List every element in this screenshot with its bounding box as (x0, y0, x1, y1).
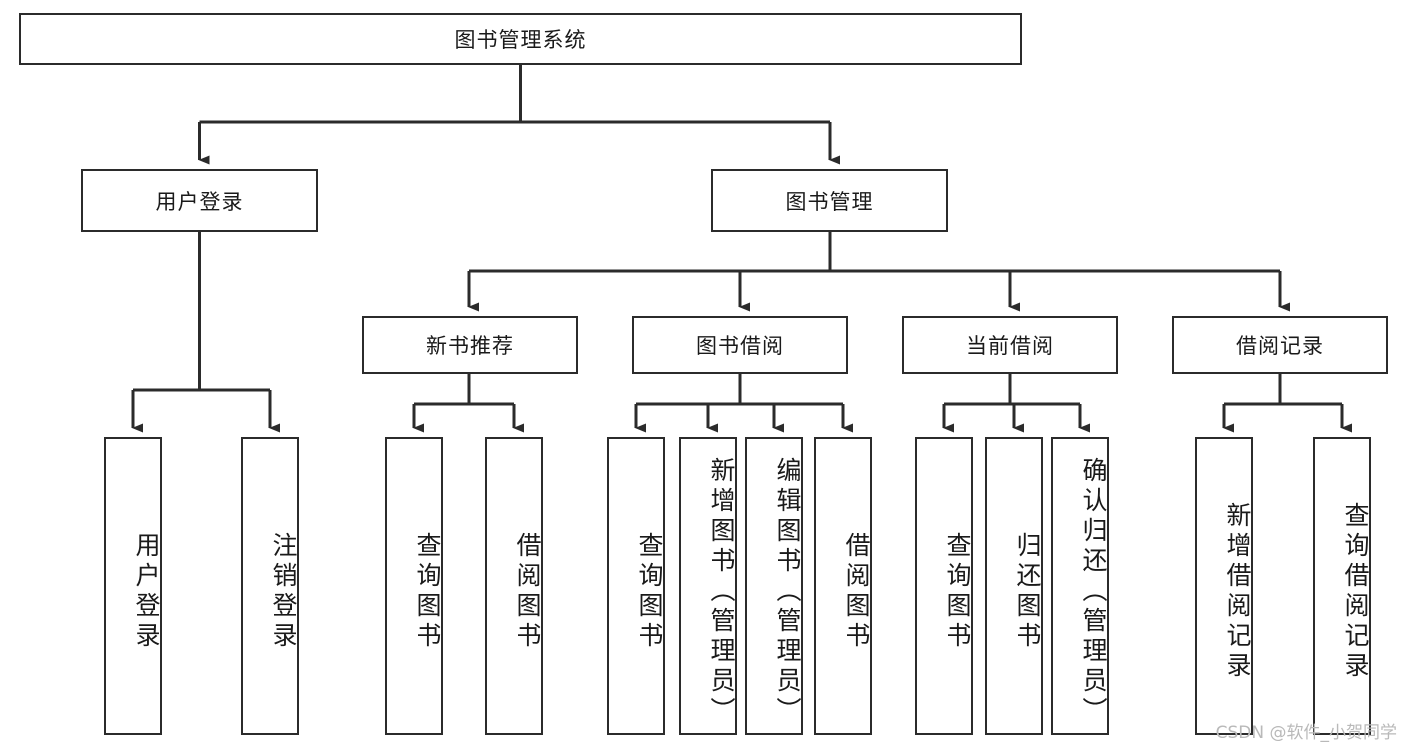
node-leaf-query-borrow-record[interactable]: 查询借阅记录 (1313, 437, 1371, 735)
node-leaf-query-book-recommend[interactable]: 查询图书 (385, 437, 443, 735)
node-leaf-add-book[interactable]: 新增图书（管理员） (679, 437, 737, 735)
node-leaf-add-borrow-record[interactable]: 新增借阅记录 (1195, 437, 1253, 735)
node-root[interactable]: 图书管理系统 (19, 13, 1022, 65)
node-new-book-recommend[interactable]: 新书推荐 (362, 316, 578, 374)
node-borrow-record[interactable]: 借阅记录 (1172, 316, 1388, 374)
node-leaf-edit-book[interactable]: 编辑图书（管理员） (745, 437, 803, 735)
node-leaf-query-book-borrow[interactable]: 查询图书 (607, 437, 665, 735)
node-current-borrow[interactable]: 当前借阅 (902, 316, 1118, 374)
node-book-manage[interactable]: 图书管理 (711, 169, 948, 232)
node-leaf-user-login[interactable]: 用户登录 (104, 437, 162, 735)
node-leaf-query-book-current[interactable]: 查询图书 (915, 437, 973, 735)
watermark-text: CSDN @软件_小贺同学 (1215, 723, 1397, 743)
node-leaf-confirm-return[interactable]: 确认归还（管理员） (1051, 437, 1109, 735)
node-user-login[interactable]: 用户登录 (81, 169, 318, 232)
node-book-borrow[interactable]: 图书借阅 (632, 316, 848, 374)
node-leaf-borrow-book[interactable]: 借阅图书 (814, 437, 872, 735)
node-leaf-borrow-book-recommend[interactable]: 借阅图书 (485, 437, 543, 735)
node-leaf-return-book[interactable]: 归还图书 (985, 437, 1043, 735)
node-leaf-logout[interactable]: 注销登录 (241, 437, 299, 735)
